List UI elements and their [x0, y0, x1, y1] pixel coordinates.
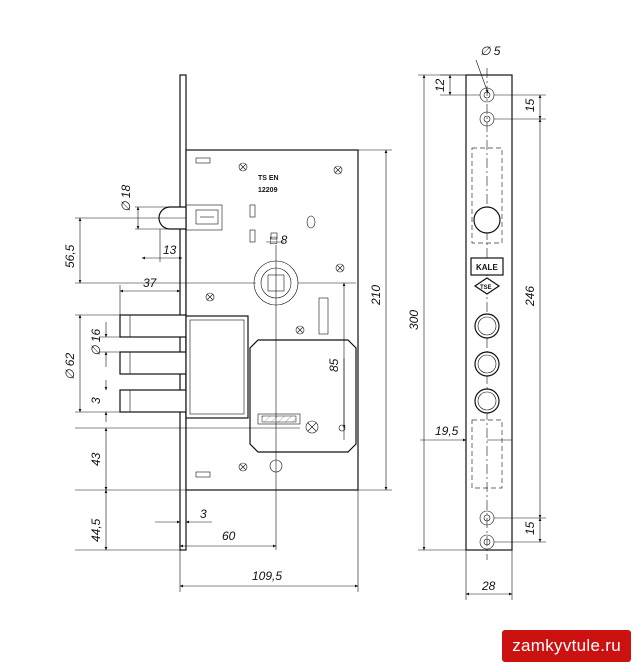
dim-hole-diameter: ∅ 5 — [480, 44, 501, 58]
screw-icon — [335, 263, 345, 273]
faceplate-dimensions: ∅ 5 12 15 246 15 300 19,5 28 — [407, 44, 546, 600]
standard-marking-line2: 12209 — [258, 187, 278, 194]
front-dimensions: ∅ 18 13 □ 8 56,5 37 ∅ 16 ∅ 62 3 — [63, 149, 392, 592]
case-slot — [249, 204, 256, 218]
svg-text:KALE: KALE — [476, 263, 498, 272]
case-slot-tall — [318, 297, 329, 335]
case-slot-top — [195, 157, 211, 164]
latch-opening — [473, 206, 501, 234]
dim-overall-width: 109,5 — [252, 569, 282, 583]
dim-latch-projection: 13 — [163, 243, 177, 257]
dim-bolt-gap: 3 — [89, 397, 103, 404]
dim-faceplate-half: 19,5 — [435, 424, 459, 438]
dim-bolt-diameter: ∅ 16 — [89, 329, 103, 356]
screw-icon — [205, 292, 215, 302]
screw-icon — [238, 462, 248, 472]
dim-faceplate-width: 28 — [481, 579, 496, 593]
dim-faceplate-height: 300 — [407, 310, 421, 330]
dim-bottom-hole-spacing: 15 — [523, 521, 537, 535]
dim-top-hole-spacing: 15 — [523, 98, 537, 112]
dim-cylinder-to-bottom: 43 — [89, 452, 103, 466]
dim-case-height: 210 — [369, 285, 383, 306]
watermark-badge: zamkyvtule.ru — [502, 630, 631, 662]
brand-logo: KALE TSE — [470, 257, 504, 295]
screw-icon — [295, 325, 305, 335]
dim-hole-span: 246 — [523, 286, 537, 307]
svg-text:TSE: TSE — [480, 285, 492, 291]
dim-faceplate-thickness: 3 — [200, 507, 207, 521]
dim-backset: 60 — [222, 529, 236, 543]
bolt-opening — [474, 388, 500, 414]
screw-icon — [238, 162, 248, 172]
case-slot-bottom — [195, 471, 211, 478]
bolt-opening — [474, 313, 500, 339]
dim-latch-to-spindle: 56,5 — [63, 244, 77, 268]
dead-bolts — [119, 314, 249, 419]
screw-icon — [333, 165, 343, 175]
cylinder-housing — [249, 339, 357, 453]
dim-spindle-to-cylinder: 85 — [327, 358, 341, 372]
dim-top-hole-offset: 12 — [433, 78, 447, 92]
faceplate — [465, 74, 513, 551]
faceplate-view: KALE TSE — [465, 68, 513, 560]
dim-spindle-square: □ 8 — [270, 233, 288, 247]
dim-bolts-span: ∅ 62 — [63, 353, 77, 380]
dim-faceplate-extension: 44,5 — [89, 518, 103, 542]
faceplate-side — [179, 74, 187, 551]
standard-marking-line1: TS EN — [258, 175, 279, 182]
dim-latch-diameter: ∅ 18 — [119, 185, 133, 212]
case-hole — [306, 215, 316, 229]
case-slot — [249, 229, 256, 243]
lock-body-view: TS EN 12209 — [119, 74, 359, 551]
dim-bolt-throw: 37 — [143, 276, 158, 290]
bolt-opening — [474, 351, 500, 377]
